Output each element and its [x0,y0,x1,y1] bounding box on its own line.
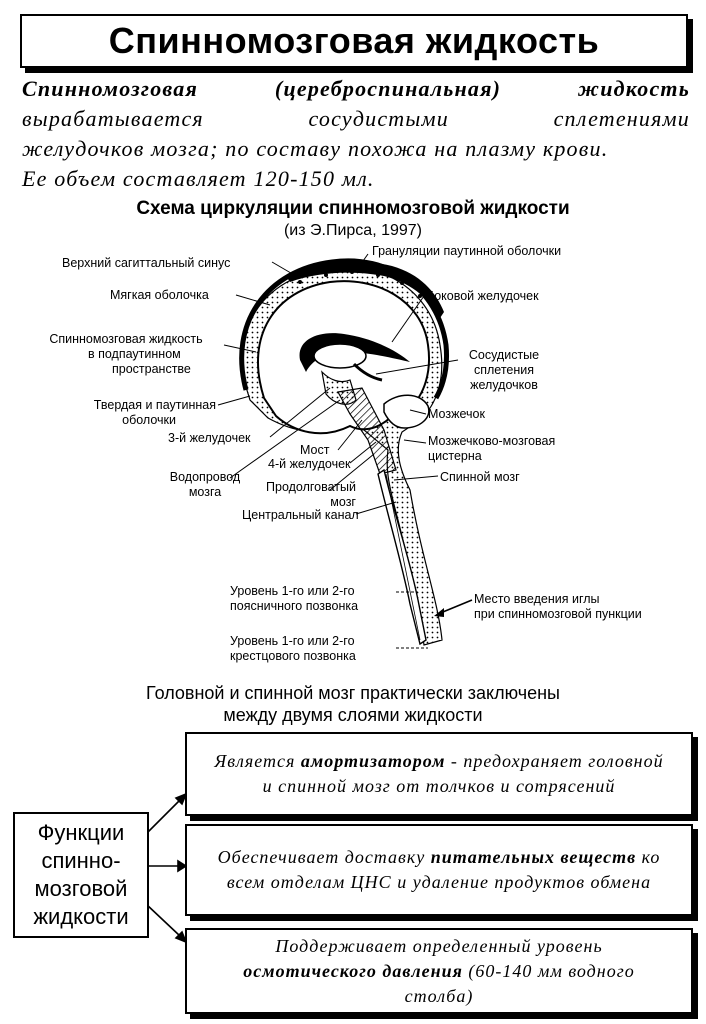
function-text-bold: амортизатором [301,751,446,771]
functions-label-line: мозговой [33,875,128,903]
functions-label: Функции спинно- мозговой жидкости [33,819,128,931]
functions-label-box: Функции спинно- мозговой жидкости [13,812,149,938]
function-box-nutrients: Обеспечивает доставку питательных вещест… [185,824,693,916]
function-box-osmotic-pressure: Поддерживает определенный уровень осмоти… [185,928,693,1014]
function-text: Поддерживает определенный уровень осмоти… [187,934,691,1009]
function-text-bold: питательных веществ [431,847,636,867]
function-text-pre: Поддерживает определенный уровень [275,936,602,956]
function-text-pre: Обеспечивает доставку [218,847,431,867]
functions-label-line: жидкости [33,903,128,931]
function-text: Является амортизатором - предохраняет го… [187,749,691,799]
function-text: Обеспечивает доставку питательных вещест… [187,845,691,895]
function-box-shock-absorber: Является амортизатором - предохраняет го… [185,732,693,816]
function-text-bold: осмотического давления [243,961,463,981]
functions-label-line: спинно- [33,847,128,875]
function-text-pre: Является [214,751,300,771]
functions-label-line: Функции [33,819,128,847]
